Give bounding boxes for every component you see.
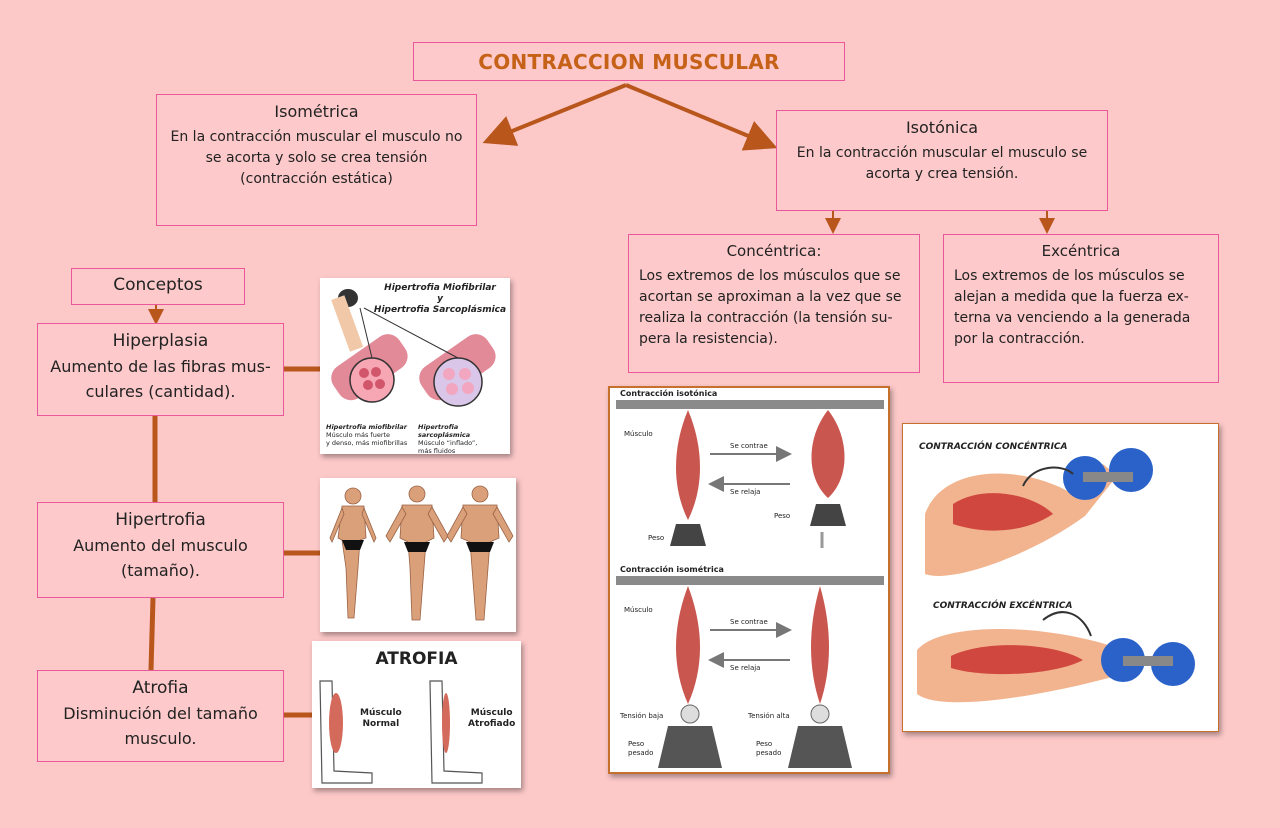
- excentrica-line-1: Los extremos de los músculos se: [954, 268, 1185, 284]
- excentrica-heading: Excéntrica: [1041, 242, 1121, 260]
- isotonica-diagram-title: Contracción isotónica: [620, 389, 718, 398]
- sarcoplasmica-caption-title: Hipertrofia sarcoplásmica: [418, 423, 471, 439]
- muscle-fibers-illustration: [331, 289, 496, 407]
- hiperplasia-box: Hiperplasia Aumento de las fibras mus- c…: [37, 323, 284, 416]
- se-contrae-label-bottom: Se contrae: [730, 618, 768, 626]
- musculo-atrofiado-label-2: Atrofiado: [468, 719, 516, 729]
- hipertrofia-tipos-title-1: Hipertrofia Miofibrilar: [384, 283, 496, 293]
- hipertrofia-tipos-image: Hipertrofia Miofibrilar y Hipertrofia Sa…: [320, 278, 510, 455]
- atrofia-title: Atrofia: [132, 678, 189, 698]
- isotonica-heading: Isotónica: [905, 118, 979, 137]
- concentrica-line-1: Los extremos de los músculos que se: [639, 268, 901, 284]
- atrofia-line-2: musculo.: [124, 729, 197, 748]
- peso-pesado-right-1: Peso: [756, 740, 773, 748]
- excentrica-line-3: terna va venciendo a la generada: [954, 310, 1191, 326]
- isotonica-line-2: acorta y crea tensión.: [865, 166, 1019, 182]
- atrofia-image: ATROFIA Músculo Normal Músculo Atrofiado: [312, 641, 521, 788]
- isometrica-line-3: (contracción estática): [240, 171, 393, 187]
- concentrica-line-2: acortan se aproximan a la vez que se: [639, 289, 902, 305]
- excentrica-line-2: alejan a medida que la fuerza ex-: [954, 289, 1189, 305]
- atrofia-box: Atrofia Disminución del tamaño musculo.: [37, 670, 284, 762]
- hipertrofia-tipos-title-3: Hipertrofia Sarcoplásmica: [373, 305, 507, 315]
- isometrica-heading: Isométrica: [274, 102, 359, 121]
- isometrica-line-1: En la contracción muscular el musculo no: [170, 129, 463, 145]
- concentrica-line-3: realiza la contracción (la tensión su-: [639, 310, 893, 326]
- peso-pesado-left-2: pesado: [628, 749, 654, 757]
- hipertrofia-bodies-image: [320, 478, 516, 632]
- se-relaja-label-top: Se relaja: [730, 488, 761, 496]
- miofibrilar-caption-line-1: Músculo más fuerte: [326, 431, 391, 439]
- hipertrofia-tipos-title-2: y: [437, 294, 443, 304]
- se-contrae-label-top: Se contrae: [730, 442, 768, 450]
- tension-baja-label: Tensión baja: [620, 712, 664, 720]
- page-title: CONTRACCION MUSCULAR: [478, 50, 780, 74]
- conceptos-box: Conceptos: [71, 268, 245, 305]
- peso-label-right: Peso: [774, 512, 791, 520]
- peso-pesado-right-2: pesado: [756, 749, 782, 757]
- sarcoplasmica-caption-line-1: Músculo “inflado”,: [418, 439, 478, 447]
- excentrica-image-label: CONTRACCIÓN EXCÉNTRICA: [933, 601, 1073, 611]
- muscular-bodies-illustration: [329, 485, 514, 621]
- link-hipertrofia-atrofia: [148, 597, 156, 671]
- isometrica-diagram-title: Contracción isométrica: [620, 565, 724, 574]
- isotonica-line-1: En la contracción muscular el musculo se: [796, 145, 1088, 161]
- arm-dumbbell-illustration: [917, 448, 1195, 703]
- atrofia-line-1: Disminución del tamaño: [63, 704, 258, 723]
- concentrica-box: Concéntrica: Los extremos de los músculo…: [628, 234, 920, 373]
- atrofia-image-title: ATROFIA: [375, 649, 458, 669]
- tension-alta-label: Tensión alta: [748, 712, 790, 720]
- concentrica-excentrica-image: CONTRACCIÓN CONCÉNTRICA CONTRACCIÓN EXCÉ…: [902, 423, 1219, 732]
- arrow-to-isometrica: [482, 83, 627, 146]
- hipertrofia-line-1: Aumento del musculo: [73, 536, 248, 555]
- concentrica-heading: Concéntrica:: [726, 242, 822, 260]
- hiperplasia-title: Hiperplasia: [112, 331, 209, 351]
- musculo-normal-label-1: Músculo: [360, 708, 402, 718]
- miofibrilar-caption-line-2: y denso, más miofibrillas: [326, 439, 408, 447]
- conceptos-label: Conceptos: [113, 275, 203, 295]
- se-relaja-label-bottom: Se relaja: [730, 664, 761, 672]
- peso-label-left: Peso: [648, 534, 665, 542]
- arrow-to-isotonica: [625, 83, 778, 151]
- title-box: CONTRACCION MUSCULAR: [413, 42, 845, 81]
- musculo-atrofiado-label-1: Músculo: [470, 708, 513, 718]
- concentrica-image-label: CONTRACCIÓN CONCÉNTRICA: [919, 442, 1068, 452]
- hipertrofia-line-2: (tamaño).: [121, 561, 200, 580]
- isometrica-line-2: se acorta y solo se crea tensión: [205, 150, 428, 166]
- contraction-diagram: [616, 400, 884, 768]
- hiperplasia-line-1: Aumento de las fibras mus-: [50, 357, 271, 376]
- sarcoplasmica-caption-line-2: más fluidos: [418, 447, 456, 455]
- musculo-label-bottom: Músculo: [624, 606, 653, 614]
- musculo-label-top: Músculo: [624, 430, 653, 438]
- hipertrofia-box: Hipertrofia Aumento del musculo (tamaño)…: [37, 502, 284, 598]
- concentrica-line-4: pera la resistencia).: [639, 331, 778, 347]
- miofibrilar-caption-title: Hipertrofia miofibrilar: [326, 423, 407, 431]
- hipertrofia-title: Hipertrofia: [115, 510, 206, 530]
- isotonica-box: Isotónica En la contracción muscular el …: [776, 110, 1108, 211]
- isometrica-box: Isométrica En la contracción muscular el…: [156, 94, 477, 226]
- peso-pesado-left-1: Peso: [628, 740, 645, 748]
- arm-muscle-illustration: [319, 680, 483, 784]
- excentrica-line-4: por la contracción.: [954, 331, 1085, 347]
- excentrica-box: Excéntrica Los extremos de los músculos …: [943, 234, 1219, 383]
- musculo-normal-label-2: Normal: [362, 719, 400, 729]
- contraccion-tipos-image: Contracción isotónica Contracción isomét…: [608, 386, 890, 774]
- hiperplasia-line-2: culares (cantidad).: [85, 382, 236, 401]
